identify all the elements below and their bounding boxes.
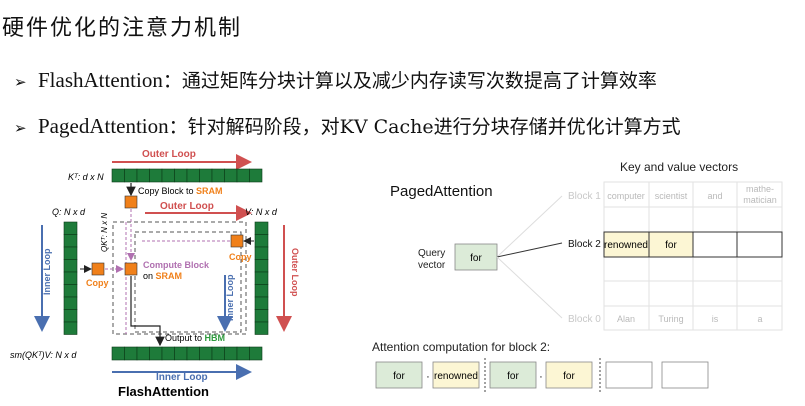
dot-operator: · [426,371,430,383]
attention-computation-title: Attention computation for block 2: [372,340,551,354]
bullet-text: ：针对解码阶段，对KV Cache进行分块存储并优化计算方式 [168,116,681,138]
matrix-cell [249,346,263,361]
inner-loop-label: Inner Loop [42,248,52,295]
v-label: V: N x d [245,207,278,217]
attention-cell: for [563,371,575,382]
attention-cell: for [393,371,405,382]
arrow-bullet-icon: ➢ [14,73,27,91]
matrix-cell [63,321,78,335]
bullet-name: FlashAttention [38,68,163,92]
kv-cell: mathe- [746,184,774,194]
outer-loop-label: Outer Loop [290,248,300,297]
matrix-cell [254,321,269,335]
block-label: Block 2 [568,239,601,250]
pagedattention-title: PagedAttention [390,183,493,200]
compute-block [124,262,138,276]
kv-cell: and [707,191,722,201]
kv-cell: renowned [604,240,648,251]
kv-cell: matician [743,195,777,205]
vector-label: vector [418,260,446,271]
kt-matrix [111,168,263,183]
output-matrix [111,346,263,361]
v-matrix [254,221,269,335]
attention-cell: for [507,371,519,382]
q-matrix [63,221,78,335]
q-label: Q: N x d [52,207,86,217]
bullet-pagedattention: ➢ PagedAttention：针对解码阶段，对KV Cache进行分块存储并优… [14,112,681,139]
kv-cell: Alan [617,314,635,324]
outer-loop-label: Outer Loop [160,201,214,212]
kv-vectors-title: Key and value vectors [620,160,739,174]
copy-label: Copy [86,278,109,288]
copy-label: Copy [229,252,252,262]
arrow-bullet-icon: ➢ [14,119,27,137]
bullet-flashattention: ➢ FlashAttention：通过矩阵分块计算以及减少内存读写次数提高了计算效… [14,66,657,93]
outer-loop-label: Outer Loop [142,149,196,160]
dot-operator: · [539,371,543,383]
sram-compute-region [112,221,247,335]
bullet-name: PagedAttention [38,114,169,138]
compute-block-label: Compute Block [143,260,210,270]
attention-cell: renowned [434,371,478,382]
kt-block [124,195,138,209]
kv-cell: is [712,314,719,324]
qk-label: QKᵀ: N x N [100,213,109,252]
copy-block-label: Copy Block to SRAM [138,186,223,196]
inner-loop-label: Inner Loop [156,372,208,383]
query-token: for [470,253,482,264]
block-label: Block 0 [568,314,601,325]
kv-cell: a [757,314,762,324]
q-block [91,262,105,276]
slide-heading: 硬件优化的注意力机制 [2,16,243,41]
output-label: Output to HBM [165,333,225,343]
flashattention-caption: FlashAttention [118,384,209,399]
kv-cell: scientist [655,191,688,201]
bullet-text: ：通过矩阵分块计算以及减少内存读写次数提高了计算效率 [162,70,657,92]
block-label: Block 1 [568,191,601,202]
kt-label: Kᵀ: d x N [68,172,104,182]
compute-block-sram-label: on SRAM [143,271,182,281]
sm-label: sm(QKᵀ)V: N x d [10,350,77,360]
matrix-cell [249,168,263,183]
query-label: Query [418,248,445,259]
inner-loop-label: Inner Loop [225,274,235,321]
attention-row: for · renowned for · for [375,358,709,392]
kv-cell: computer [607,191,645,201]
kv-cell: Turing [658,314,683,324]
kv-cell: for [665,240,677,251]
